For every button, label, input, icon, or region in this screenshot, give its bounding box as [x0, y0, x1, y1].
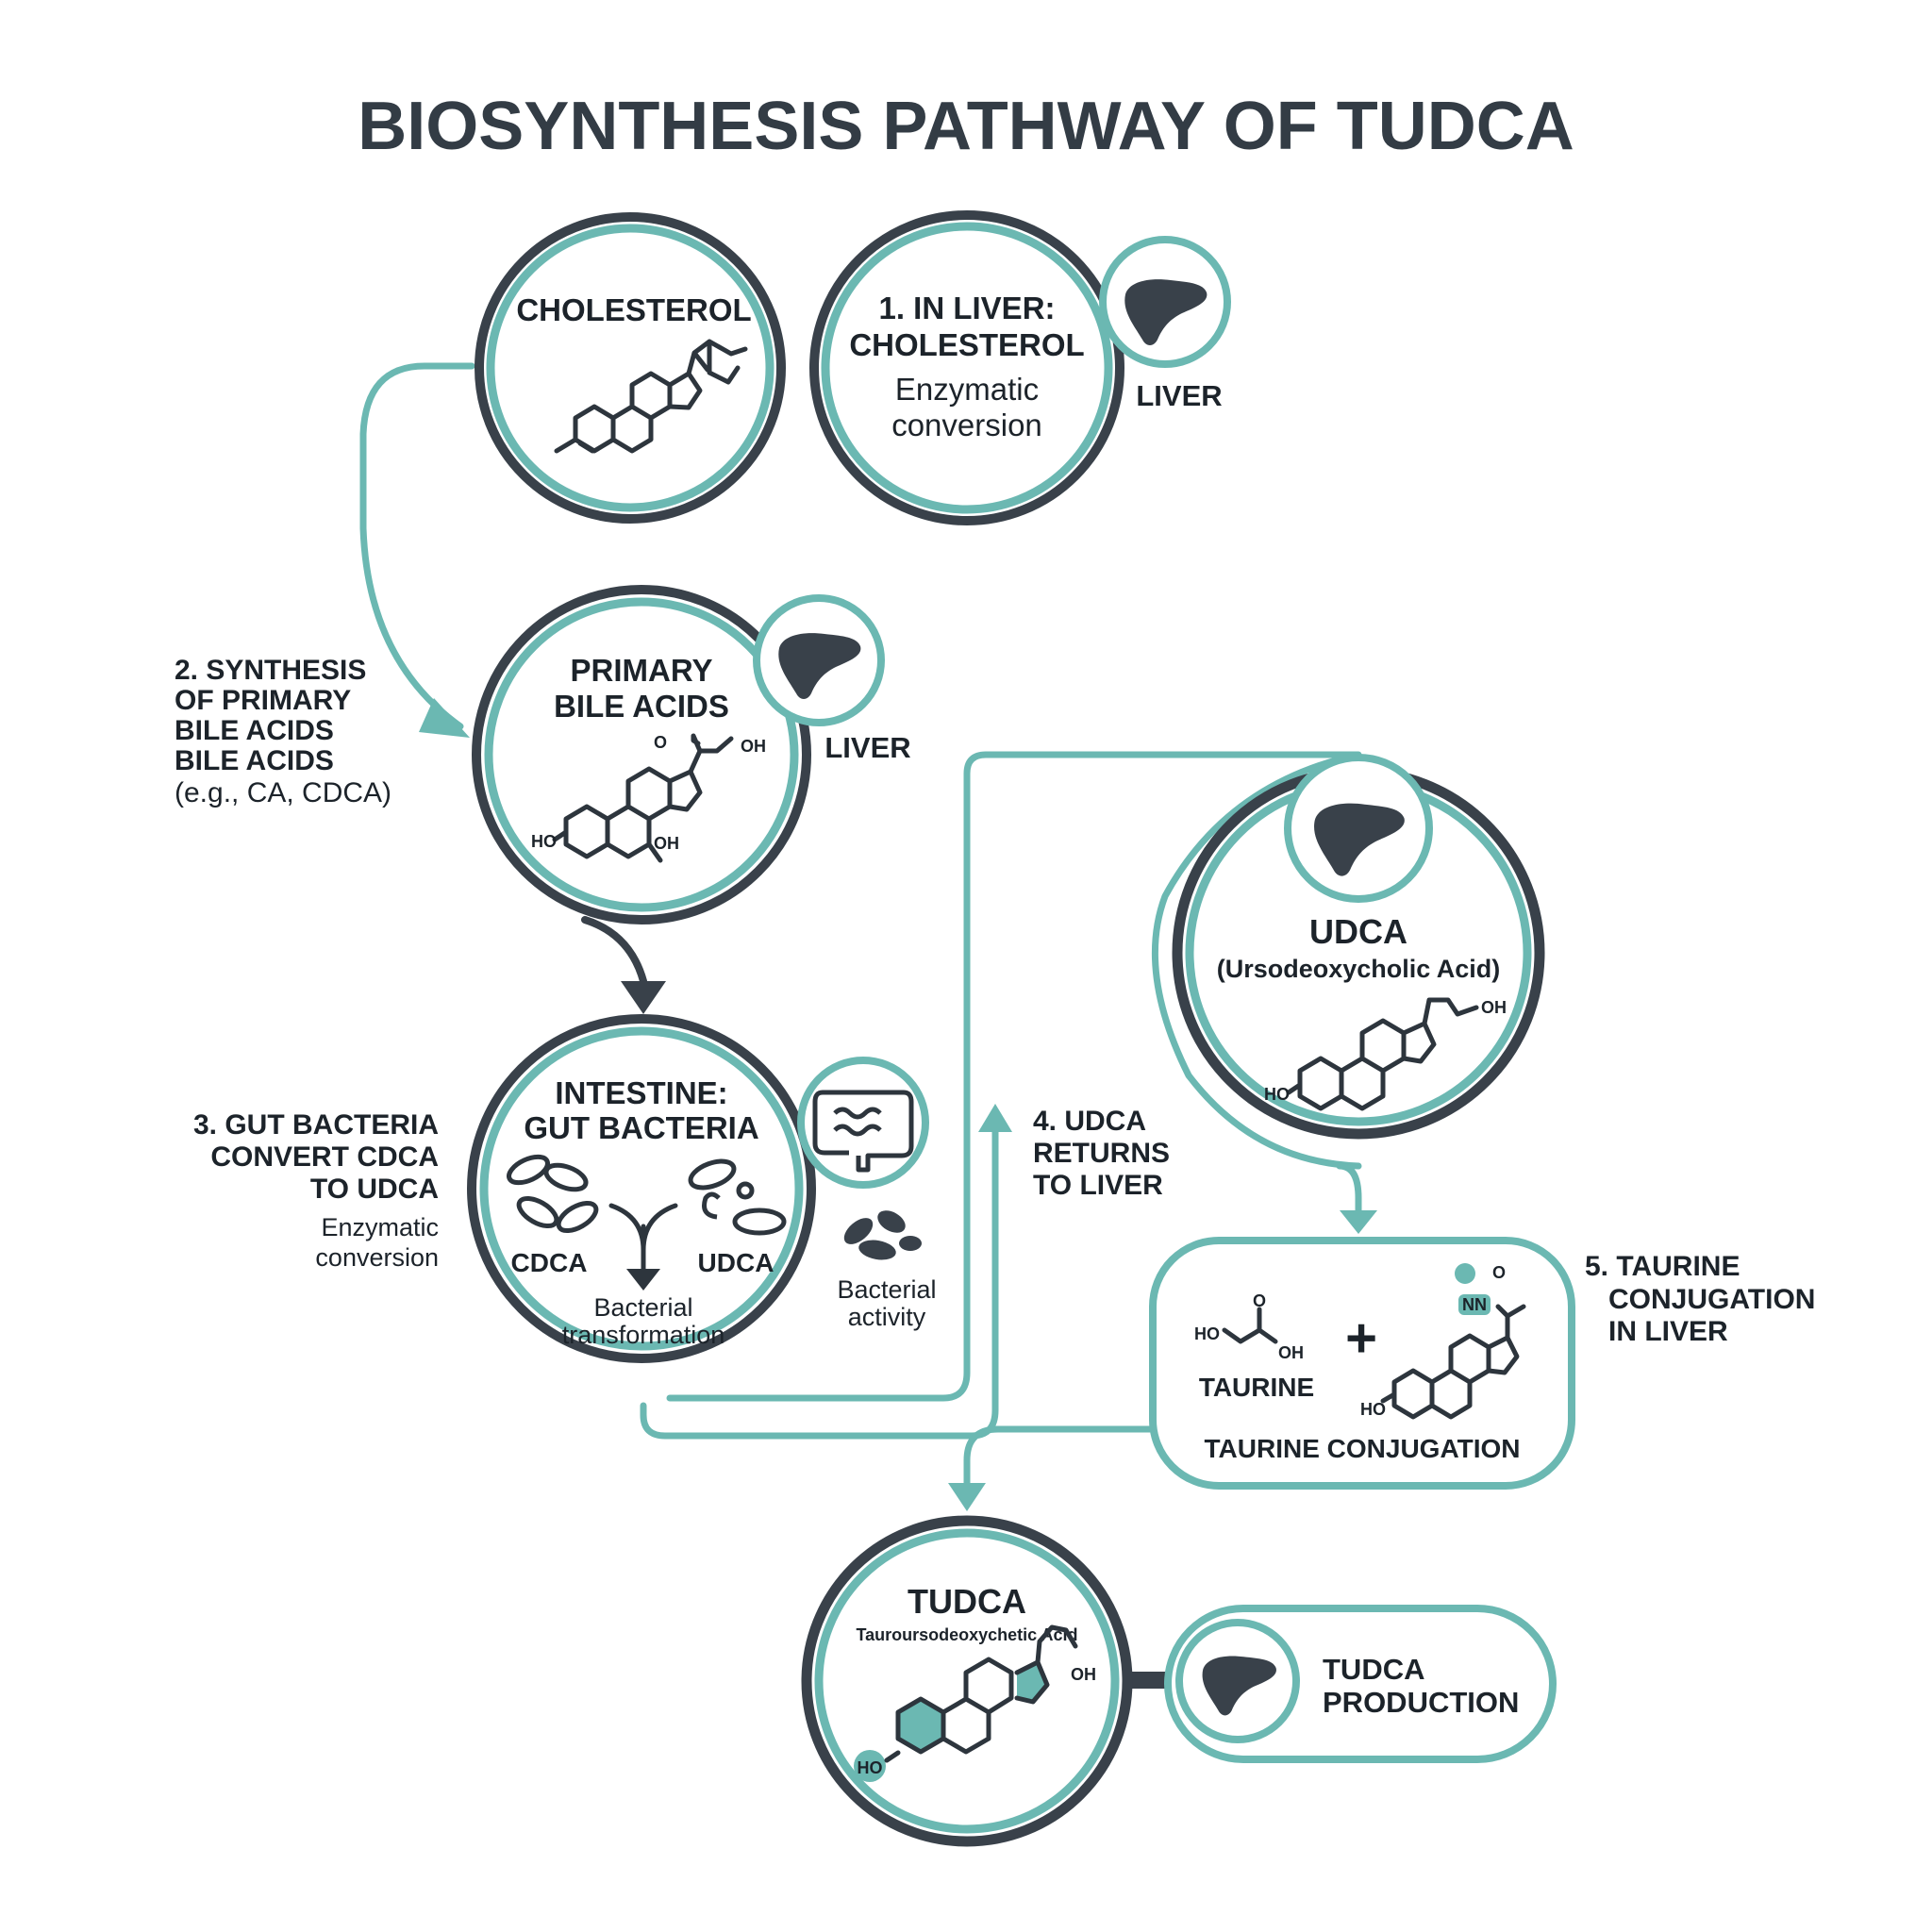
production-line1: TUDCA — [1323, 1653, 1425, 1686]
taurine-structure — [1222, 1307, 1278, 1344]
taurine-atom-oh: OH — [1278, 1343, 1304, 1362]
bacteria-icon — [688, 1158, 787, 1236]
conversion-arrowhead — [626, 1269, 660, 1291]
step3-text: 3. GUT BACTERIA CONVERT CDCA TO UDCA Enz… — [193, 1109, 439, 1272]
step1-node: 1. IN LIVER: CHOLESTEROL Enzymatic conve… — [809, 210, 1231, 525]
primary-structure — [552, 733, 734, 863]
connector-cholesterol-to-primary — [359, 362, 475, 730]
connector-udca-to-taurine — [1336, 1162, 1362, 1221]
arrowhead-tudca — [948, 1483, 986, 1511]
tudca-fullname: Tauroursodeoxychetic Acid — [856, 1625, 1077, 1644]
intestine-icon — [812, 1090, 914, 1173]
taurine-atom-o: O — [1253, 1291, 1266, 1310]
step1-organ-label: LIVER — [1136, 379, 1222, 412]
intestine-cdca-label: CDCA — [511, 1248, 588, 1277]
step2-line5: (e.g., CA, CDCA) — [175, 777, 391, 808]
udca-atom-ho: HO — [1264, 1085, 1290, 1104]
step1-title-line1: 1. IN LIVER: — [878, 291, 1055, 325]
tudca-structure — [884, 1624, 1078, 1763]
intestine-node: INTESTINE: GUT BACTERIA CDCA UDCA Bacter… — [467, 1014, 937, 1363]
primary-title-line1: PRIMARY — [571, 653, 713, 688]
tudca-name: TUDCA — [908, 1582, 1026, 1621]
arrowhead-primary — [419, 698, 470, 738]
step3-line1: 3. GUT BACTERIA — [193, 1109, 439, 1141]
intestine-title-line2: GUT BACTERIA — [524, 1110, 758, 1145]
step5-line3: IN LIVER — [1608, 1316, 1728, 1347]
tudca-atom-oh: OH — [1071, 1665, 1096, 1684]
connector-intestine-to-udca-outer — [666, 751, 1362, 1402]
taurine-conjugation-box: HO O OH TAURINE + O NN HO TAURINE CONJUG… — [1149, 1237, 1575, 1490]
step2-text: 2. SYNTHESIS OF PRIMARY BILE ACIDS BILE … — [175, 655, 391, 808]
intestine-udca-label: UDCA — [698, 1248, 774, 1277]
arrowhead-step4 — [978, 1104, 1012, 1132]
tudca-atom-ho: HO — [858, 1758, 883, 1777]
tudca-node: TUDCA Tauroursodeoxychetic Acid OH HO — [801, 1515, 1133, 1847]
primary-atom-ho: HO — [531, 832, 557, 851]
connector-primary-to-intestine — [581, 916, 647, 1004]
step2-line4: BILE ACIDS — [175, 745, 334, 776]
step3-line4: Enzymatic — [321, 1213, 439, 1241]
step2-line2: OF PRIMARY — [175, 685, 351, 716]
taurine-label: TAURINE — [1199, 1373, 1314, 1402]
primary-organ-label: LIVER — [824, 731, 910, 764]
step3-line2: CONVERT CDCA — [210, 1141, 439, 1173]
step1-title-line2: CHOLESTEROL — [849, 327, 1084, 362]
tudca-production-pill: TUDCA PRODUCTION — [1164, 1605, 1557, 1763]
connector-taurine-to-tudca — [963, 1425, 1159, 1494]
step5-text: 5. TAURINE CONJUGATION IN LIVER — [1585, 1251, 1815, 1347]
udca-fullname: (Ursodeoxycholic Acid) — [1217, 955, 1501, 983]
step4-line3: TO LIVER — [1033, 1170, 1163, 1201]
diagram-title: BIOSYNTHESIS PATHWAY OF TUDCA — [358, 89, 1574, 164]
udca-structure — [1286, 997, 1479, 1111]
bile-atom-o: O — [1492, 1263, 1506, 1282]
primary-atom-o: O — [654, 733, 667, 752]
step2-line3: BILE ACIDS — [175, 715, 334, 746]
step1-desc-line1: Enzymatic — [895, 372, 1039, 407]
primary-bile-acids-node: PRIMARY BILE ACIDS O OH HO OH LIVER — [472, 585, 911, 924]
arrowhead-intestine — [621, 981, 666, 1014]
step5-line1: 5. TAURINE — [1585, 1251, 1740, 1282]
taurine-conjugation-caption: TAURINE CONJUGATION — [1205, 1434, 1521, 1463]
intestine-caption-line2: transformation — [562, 1321, 725, 1349]
cholesterol-label: CHOLESTEROL — [516, 292, 751, 327]
step3-line5: conversion — [315, 1243, 439, 1272]
primary-atom-oh-ring: OH — [654, 834, 679, 853]
arrowhead-taurine — [1340, 1210, 1377, 1234]
udca-atom-oh: OH — [1481, 998, 1507, 1017]
udca-name: UDCA — [1309, 912, 1407, 951]
plus-sign: + — [1345, 1307, 1377, 1369]
tudca-highlight-ring-a — [898, 1699, 943, 1752]
bile-atom-nn: NN — [1462, 1295, 1487, 1314]
connector-intestine-to-udca-inner — [640, 1124, 999, 1440]
bacteria-icon — [507, 1154, 599, 1234]
production-line2: PRODUCTION — [1323, 1686, 1519, 1719]
bacteria-activity-icon — [843, 1210, 922, 1260]
step4-text: 4. UDCA RETURNS TO LIVER — [1033, 1106, 1170, 1201]
cholesterol-node: CHOLESTEROL — [475, 212, 786, 524]
step5-line2: CONJUGATION — [1608, 1284, 1815, 1315]
bacterial-activity-line1: Bacterial — [837, 1275, 936, 1304]
udca-node: UDCA (Ursodeoxycholic Acid) OH HO — [1172, 754, 1545, 1140]
intestine-caption-line1: Bacterial — [593, 1293, 692, 1322]
step1-desc-line2: conversion — [891, 408, 1042, 442]
primary-atom-oh-chain: OH — [741, 737, 766, 756]
step3-line3: TO UDCA — [310, 1174, 439, 1205]
step4-line1: 4. UDCA — [1033, 1106, 1146, 1137]
cholesterol-structure — [554, 339, 748, 454]
step2-line1: 2. SYNTHESIS — [175, 655, 366, 686]
primary-title-line2: BILE ACIDS — [554, 689, 729, 724]
taurine-atom-ho: HO — [1194, 1324, 1220, 1343]
step4-line2: RETURNS — [1033, 1138, 1170, 1169]
intestine-title-line1: INTESTINE: — [555, 1075, 727, 1110]
bacterial-activity-line2: activity — [848, 1303, 926, 1331]
conjugated-bile-structure — [1380, 1304, 1526, 1420]
bile-atom-ho: HO — [1360, 1400, 1386, 1419]
